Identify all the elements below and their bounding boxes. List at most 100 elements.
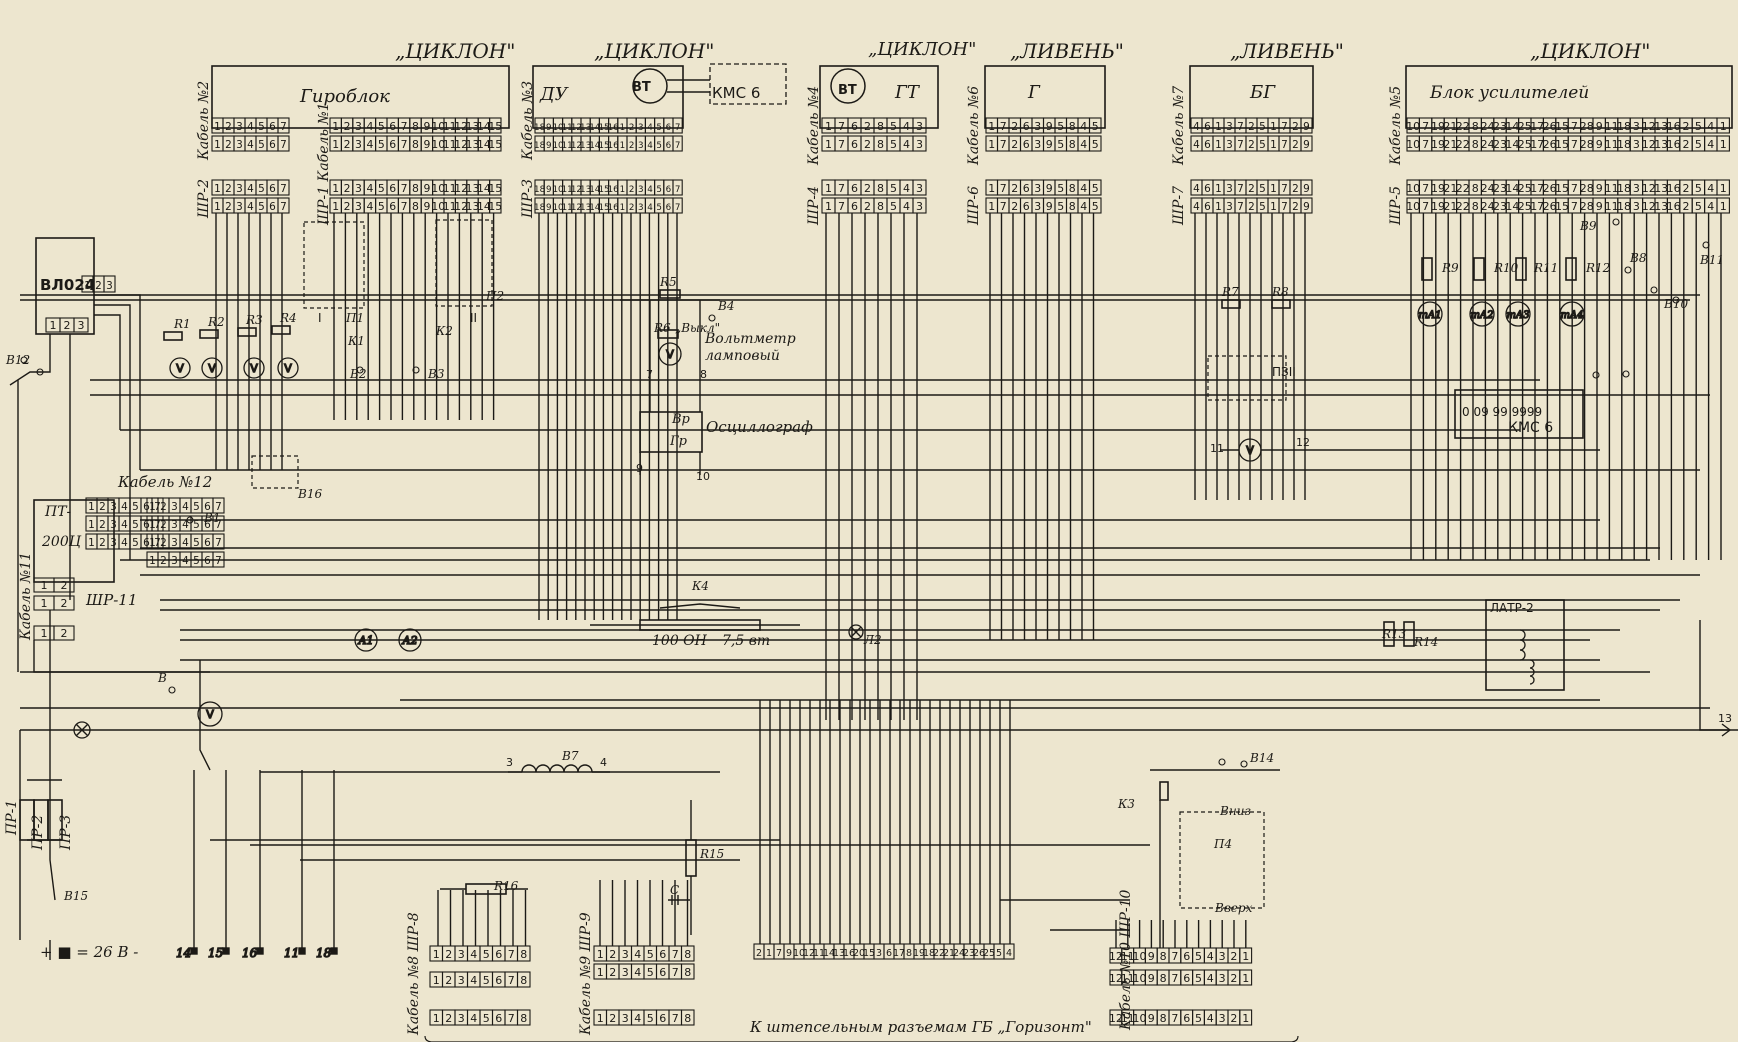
gb-connector-terminal: 18 (923, 948, 935, 959)
gt3-terminal: 4 (903, 182, 910, 195)
bg3-terminal: 9 (1303, 183, 1310, 195)
giro-a-terminal: 5 (258, 121, 265, 133)
amp4-terminal: 24 (1481, 200, 1495, 213)
giro-a2-terminal: 4 (247, 139, 254, 151)
output-terminal (222, 947, 230, 955)
switch-contact (412, 366, 420, 374)
sh10-b-terminal: 6 (1183, 972, 1190, 985)
cable12-terminal: 5 (193, 501, 200, 513)
switch-contact (1622, 370, 1630, 378)
pt200-c-terminal: 4 (121, 537, 128, 549)
sh9-terminal: 8 (684, 948, 691, 961)
coil-b7-turn (577, 764, 593, 773)
du3-terminal: 2 (629, 185, 635, 195)
amp-terminal: 7 (1571, 120, 1578, 133)
sh8-c-terminal: 1 (433, 1012, 440, 1025)
amp2-terminal: 4 (1707, 138, 1714, 151)
amp2-terminal: 28 (1580, 138, 1594, 151)
gt-cell (912, 117, 927, 134)
bg4-terminal: 1 (1215, 201, 1222, 213)
amp2-terminal: 21 (1443, 138, 1457, 151)
output-terminal (330, 947, 338, 955)
du3-terminal: 1 (620, 185, 626, 195)
amp-block-name: Блок усилителей (1429, 83, 1589, 103)
amp2-terminal: 7 (1571, 138, 1578, 151)
bg4-terminal: 7 (1281, 201, 1288, 213)
gt-meter-label: ВТ (838, 83, 857, 98)
du-terminal: 15 (598, 123, 609, 133)
vl024-unit (35, 237, 95, 335)
sh9-cell (680, 945, 695, 962)
pr3-label: ПР-3 (58, 815, 74, 851)
pt200-b-terminal: 4 (121, 519, 128, 531)
coil-b7-turn (549, 764, 565, 773)
gt3-terminal: 3 (916, 182, 923, 195)
lamp (73, 721, 91, 739)
du3-cell (672, 179, 683, 196)
gb-connector-terminal: 15 (863, 948, 875, 959)
switch-contact (1702, 241, 1710, 249)
du4-terminal: 2 (629, 203, 635, 213)
sh8-terminal: 5 (483, 948, 490, 961)
giro-b2-terminal: 15 (488, 138, 502, 151)
amp2-terminal: 19 (1431, 138, 1445, 151)
sh10-b-terminal: 7 (1171, 972, 1178, 985)
giro-a2-terminal: 1 (214, 139, 221, 151)
voltmeter-glyph: V (284, 362, 292, 375)
p2-label: П2 (485, 289, 504, 303)
gt-meter-dial (830, 68, 866, 104)
latr-label: ЛАТР-2 (1490, 601, 1534, 615)
milliammeter-2 (1469, 301, 1495, 327)
du-terminal: 7 (675, 123, 681, 133)
cable12-b-terminal: 6 (204, 519, 211, 531)
amp-terminal: 23 (1493, 120, 1507, 133)
du3-terminal: 10 (552, 185, 563, 195)
cable12-b-terminal: 1 (149, 519, 156, 531)
g3-terminal: 5 (1092, 182, 1099, 195)
bg-terminal: 2 (1292, 121, 1299, 133)
output-terminal-label: 15 (208, 946, 223, 960)
sh11-c-terminal: 1 (41, 627, 48, 640)
g-cell (1088, 117, 1102, 134)
sh10-terminal: 5 (1195, 950, 1202, 963)
sh8-c-terminal: 4 (470, 1012, 477, 1025)
amp3-terminal: 7 (1571, 182, 1578, 195)
gb-connector-terminal: 22 (933, 948, 945, 959)
g3-terminal: 3 (1034, 182, 1041, 195)
b14-label: В14 (1249, 751, 1274, 765)
r1-label: R1 (173, 317, 191, 331)
giro-b-terminal: 1 (332, 120, 339, 133)
cable12-c-terminal: 6 (204, 537, 211, 549)
du3-terminal: 13 (580, 185, 591, 195)
sh8-b-terminal: 3 (458, 974, 465, 987)
g3-terminal: 9 (1046, 182, 1053, 195)
voltmeter-glyph: V (176, 362, 184, 375)
du4-terminal: 6 (666, 203, 672, 213)
giro-b-terminal: 4 (366, 120, 373, 133)
r13-label: R13 (1381, 627, 1407, 641)
amp4-terminal: 8 (1472, 200, 1479, 213)
switch-contact (356, 366, 364, 374)
du3-terminal: 12 (571, 185, 582, 195)
sh8-terminal: 8 (520, 948, 527, 961)
node-8: 8 (700, 368, 707, 381)
switch-contact (168, 686, 176, 694)
giro-cable-label: Кабель №2 (196, 81, 212, 161)
resistor-r3 (237, 327, 257, 337)
amp-terminal: 7 (1422, 120, 1429, 133)
giro-a2-terminal: 2 (225, 139, 232, 151)
sh8-terminal: 2 (445, 948, 452, 961)
k2-label: К2 (435, 324, 453, 338)
g-connector-label: ШР-6 (966, 186, 982, 226)
sh10-terminal: 8 (1160, 950, 1167, 963)
giro-b3-terminal: 9 (423, 182, 430, 195)
k4-label: К4 (691, 579, 709, 593)
sh10-label: Кабель №10 ШР-10 (1118, 889, 1134, 1031)
gt2-cell (912, 135, 927, 152)
gt-terminal: 8 (877, 120, 884, 133)
bg2-terminal: 6 (1204, 139, 1211, 151)
giro-a4-terminal: 7 (280, 201, 287, 213)
g-terminal: 3 (1034, 120, 1041, 133)
voltmeter-3 (243, 357, 265, 379)
sh10-c-cell (1239, 1009, 1253, 1026)
